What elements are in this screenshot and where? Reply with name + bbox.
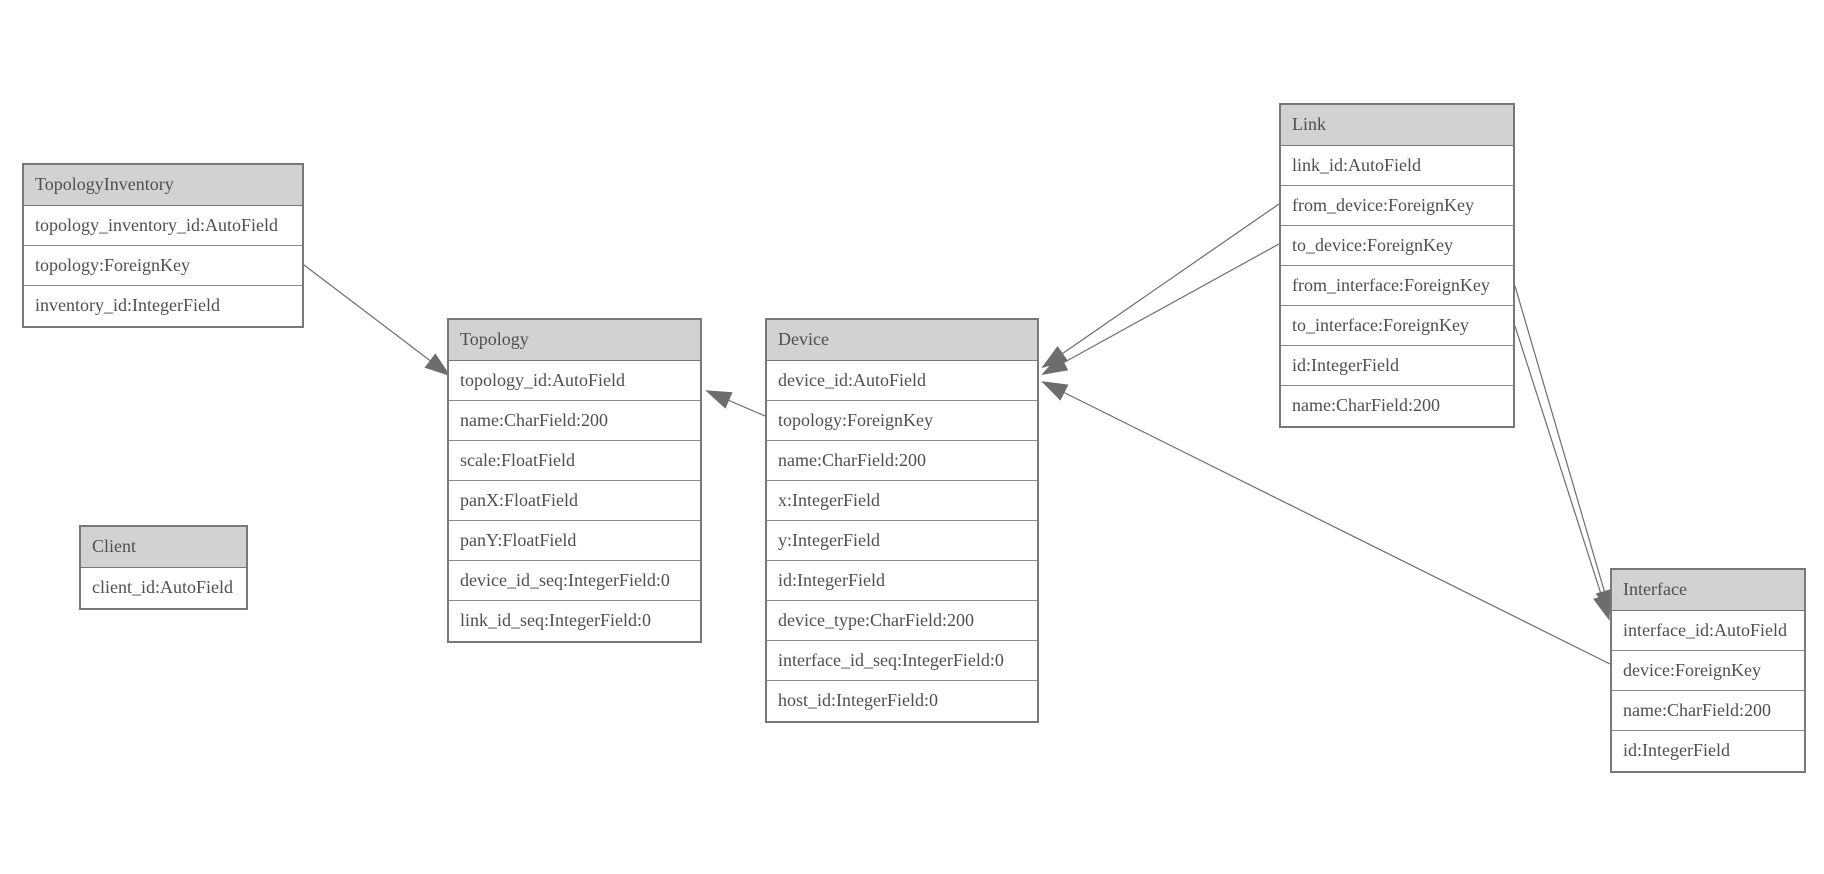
entity-title: TopologyInventory: [24, 165, 302, 206]
field-row: link_id:AutoField: [1281, 146, 1513, 186]
field-row: interface_id_seq:IntegerField:0: [767, 641, 1037, 681]
field-row: name:CharField:200: [449, 401, 700, 441]
entity-client: Client client_id:AutoField: [79, 525, 248, 610]
edge-link-from-interface-interface: [1514, 285, 1613, 616]
field-row: interface_id:AutoField: [1612, 611, 1804, 651]
field-row: to_device:ForeignKey: [1281, 226, 1513, 266]
field-row: id:IntegerField: [767, 561, 1037, 601]
field-row: x:IntegerField: [767, 481, 1037, 521]
edge-device-topology: [705, 390, 766, 417]
field-row: device_id_seq:IntegerField:0: [449, 561, 700, 601]
entity-title: Client: [81, 527, 246, 568]
field-row: topology:ForeignKey: [24, 246, 302, 286]
field-row: id:IntegerField: [1281, 346, 1513, 386]
edge-link-from-device-device: [1041, 203, 1280, 369]
field-row: topology:ForeignKey: [767, 401, 1037, 441]
field-row: device_type:CharField:200: [767, 601, 1037, 641]
field-row: device_id:AutoField: [767, 361, 1037, 401]
field-row: name:CharField:200: [767, 441, 1037, 481]
field-row: device:ForeignKey: [1612, 651, 1804, 691]
field-row: from_device:ForeignKey: [1281, 186, 1513, 226]
entity-title: Link: [1281, 105, 1513, 146]
field-row: topology_inventory_id:AutoField: [24, 206, 302, 246]
entity-title: Interface: [1612, 570, 1804, 611]
field-row: scale:FloatField: [449, 441, 700, 481]
edge-interface-device: [1041, 381, 1611, 665]
entity-title: Topology: [449, 320, 700, 361]
field-row: topology_id:AutoField: [449, 361, 700, 401]
field-row: y:IntegerField: [767, 521, 1037, 561]
field-row: host_id:IntegerField:0: [767, 681, 1037, 721]
field-row: name:CharField:200: [1281, 386, 1513, 426]
field-row: to_interface:ForeignKey: [1281, 306, 1513, 346]
field-row: link_id_seq:IntegerField:0: [449, 601, 700, 641]
field-row: panY:FloatField: [449, 521, 700, 561]
field-row: id:IntegerField: [1612, 731, 1804, 771]
field-row: client_id:AutoField: [81, 568, 246, 608]
edge-topologyinventory-topology: [303, 264, 451, 377]
field-row: inventory_id:IntegerField: [24, 286, 302, 326]
entity-title: Device: [767, 320, 1037, 361]
edge-link-to-interface-interface: [1514, 325, 1611, 621]
edge-link-to-device-device: [1041, 243, 1280, 375]
field-row: from_interface:ForeignKey: [1281, 266, 1513, 306]
entity-topologyinventory: TopologyInventory topology_inventory_id:…: [22, 163, 304, 328]
field-row: name:CharField:200: [1612, 691, 1804, 731]
field-row: panX:FloatField: [449, 481, 700, 521]
